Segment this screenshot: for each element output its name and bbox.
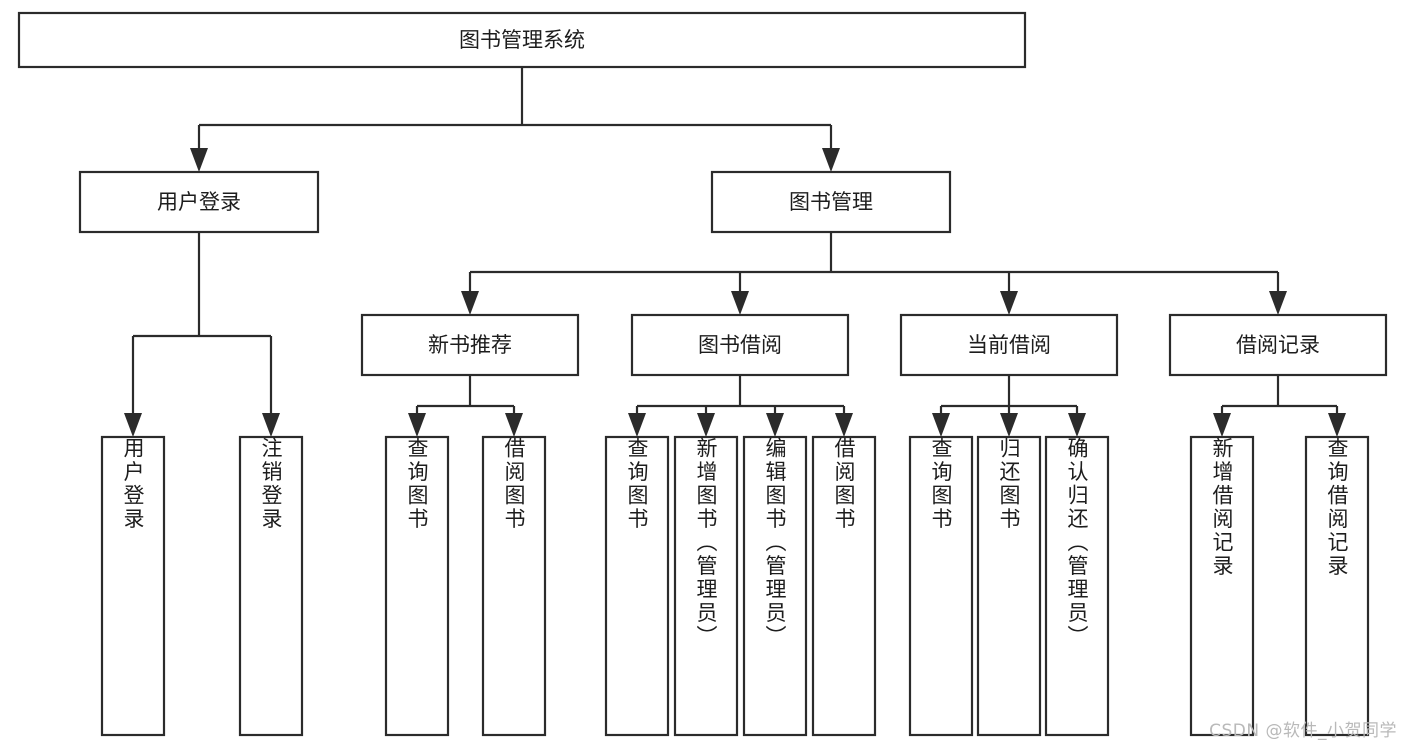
connector-records-to-leaves <box>1213 375 1346 437</box>
node-leaf-logout[interactable] <box>238 435 304 737</box>
arrow-head-icon <box>1068 413 1086 437</box>
arrow-head-icon <box>822 148 840 172</box>
node-book-borrow[interactable]: 图书借阅 <box>630 313 850 377</box>
node-label-current-borrow: 当前借阅 <box>967 333 1051 357</box>
node-borrow-records[interactable]: 借阅记录 <box>1168 313 1388 377</box>
csdn-watermark: CSDN @软件_小贺同学 <box>1209 721 1397 741</box>
node-leaf-query-book-1[interactable] <box>384 435 450 737</box>
connector-root-to-level2 <box>190 67 840 172</box>
node-new-book-recommend[interactable]: 新书推荐 <box>360 313 580 377</box>
arrow-head-icon <box>932 413 950 437</box>
connector-newbook-to-leaves <box>408 375 523 437</box>
arrow-head-icon <box>1213 413 1231 437</box>
node-root[interactable]: 图书管理系统 <box>17 11 1027 69</box>
node-label-book-management: 图书管理 <box>789 190 873 214</box>
node-book-management[interactable]: 图书管理 <box>710 170 952 234</box>
node-leaf-user-login[interactable] <box>100 435 166 737</box>
arrow-head-icon <box>1000 413 1018 437</box>
connector-bookmgmt-to-level3 <box>461 232 1287 315</box>
arrow-head-icon <box>835 413 853 437</box>
node-leaf-add-book-admin[interactable] <box>673 435 739 737</box>
arrow-head-icon <box>190 148 208 172</box>
node-leaf-query-borrow-record[interactable] <box>1304 435 1370 737</box>
node-label-root: 图书管理系统 <box>459 28 585 52</box>
arrow-head-icon <box>1328 413 1346 437</box>
node-leaf-borrow-book-1[interactable] <box>481 435 547 737</box>
node-label-user-login: 用户登录 <box>157 190 241 214</box>
arrow-head-icon <box>505 413 523 437</box>
arrow-head-icon <box>628 413 646 437</box>
node-leaf-borrow-book-2[interactable] <box>811 435 877 737</box>
node-label-borrow-records: 借阅记录 <box>1236 333 1320 357</box>
node-leaf-return-book[interactable] <box>976 435 1042 737</box>
node-label-book-borrow: 图书借阅 <box>698 333 782 357</box>
node-leaf-query-book-3[interactable] <box>908 435 974 737</box>
connector-login-to-leaves <box>124 232 280 437</box>
node-leaf-confirm-return-admin[interactable] <box>1044 435 1110 737</box>
arrow-head-icon <box>1269 291 1287 315</box>
arrow-head-icon <box>124 413 142 437</box>
arrow-head-icon <box>1000 291 1018 315</box>
arrow-head-icon <box>731 291 749 315</box>
node-leaf-add-borrow-record[interactable] <box>1189 435 1255 737</box>
arrow-head-icon <box>408 413 426 437</box>
arrow-head-icon <box>697 413 715 437</box>
connector-current-to-leaves <box>932 375 1086 437</box>
node-current-borrow[interactable]: 当前借阅 <box>899 313 1119 377</box>
node-label-new-book-recommend: 新书推荐 <box>428 333 512 357</box>
arrow-head-icon <box>262 413 280 437</box>
node-user-login[interactable]: 用户登录 <box>78 170 320 234</box>
arrow-head-icon <box>461 291 479 315</box>
arrow-head-icon <box>766 413 784 437</box>
connector-borrow-to-leaves <box>628 375 853 437</box>
node-leaf-edit-book-admin[interactable] <box>742 435 808 737</box>
node-leaf-query-book-2[interactable] <box>604 435 670 737</box>
